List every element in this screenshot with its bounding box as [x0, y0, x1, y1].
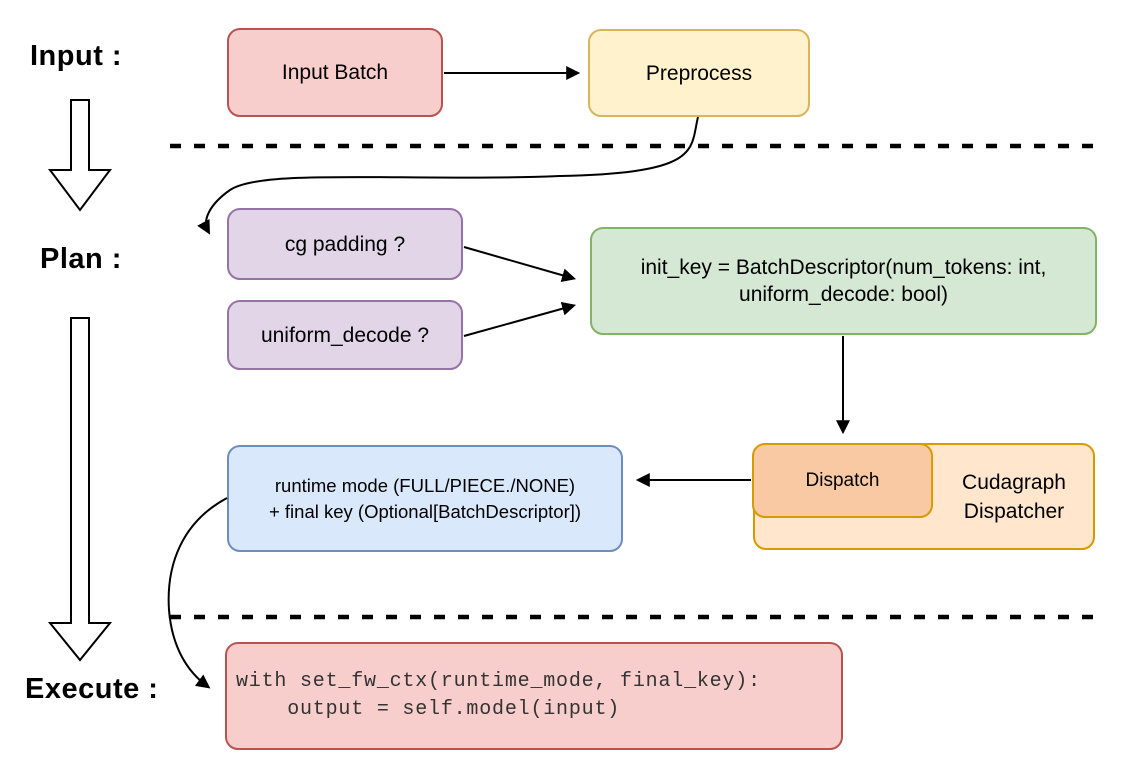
node-init-key-line1: init_key = BatchDescriptor(num_tokens: i… [640, 256, 1047, 279]
node-init-key-line2: uniform_decode: bool) [739, 283, 948, 306]
edge-cgpadding-initkey [463, 246, 577, 283]
node-cudagraph-line1: Cudagraph [962, 470, 1066, 494]
node-dispatch-label: Dispatch [805, 470, 880, 491]
node-runtime-mode: runtime mode (FULL/PIECE./NONE) + final … [227, 445, 623, 552]
node-uniform-decode-label: uniform_decode ? [260, 323, 430, 347]
stage-label-plan: Plan : [40, 243, 122, 275]
execute-code-line2: output = self.model(input) [236, 698, 621, 721]
node-input-batch: Input Batch [227, 28, 443, 117]
node-runtime-mode-line2: + final key (Optional[BatchDescriptor]) [268, 500, 582, 522]
node-input-batch-label: Input Batch [281, 61, 389, 84]
node-cg-padding-label: cg padding ? [284, 232, 406, 256]
node-cudagraph-dispatcher-text: Cudagraph Dispatcher [935, 445, 1093, 548]
node-preprocess-label: Preprocess [645, 61, 753, 85]
node-runtime-mode-line1: runtime mode (FULL/PIECE./NONE) [274, 474, 576, 496]
stage-label-execute: Execute : [25, 673, 159, 705]
node-cudagraph-line2: Dispatcher [963, 499, 1065, 523]
block-arrow-plan-to-execute-icon [47, 317, 113, 662]
node-cg-padding: cg padding ? [227, 208, 463, 280]
stage-label-input: Input : [30, 40, 123, 72]
block-arrow-input-to-plan-icon [48, 99, 112, 212]
node-execute-code: with set_fw_ctx(runtime_mode, final_key)… [225, 642, 843, 750]
node-init-key: init_key = BatchDescriptor(num_tokens: i… [590, 227, 1097, 335]
node-preprocess: Preprocess [588, 29, 810, 117]
edge-uniformdecode-initkey [463, 301, 577, 337]
execute-code-line1: with set_fw_ctx(runtime_mode, final_key)… [236, 670, 761, 693]
node-dispatch: Dispatch [752, 443, 933, 518]
node-uniform-decode: uniform_decode ? [227, 300, 463, 370]
edge-runtimemode-executecode [167, 497, 228, 689]
